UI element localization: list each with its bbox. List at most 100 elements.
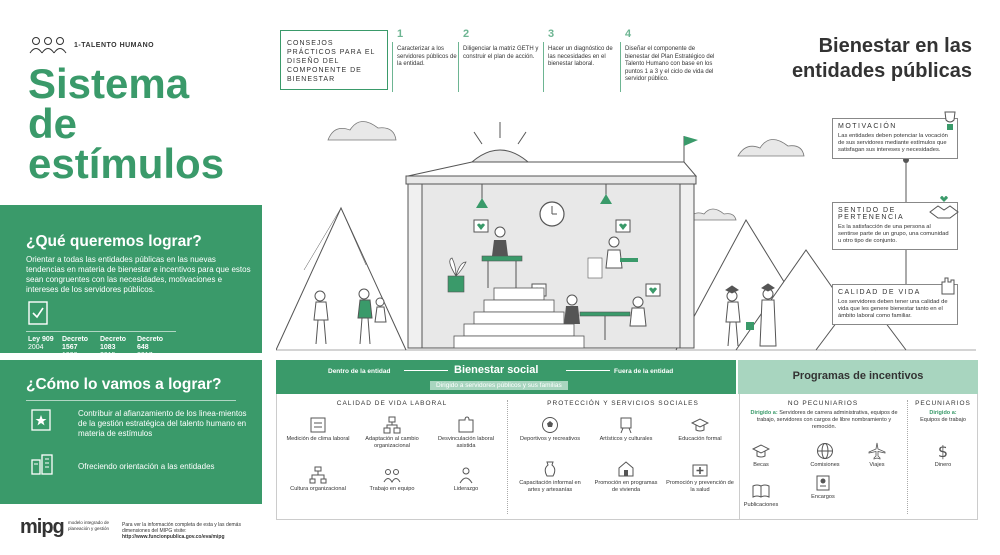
step-number: 2 [463, 28, 470, 40]
pecuniarios-directed: Dirigido a: Equipos de trabajo [920, 410, 966, 423]
callout-calidad: CALIDAD DE VIDA Los servidores deben ten… [832, 284, 958, 325]
pottery-icon [544, 461, 556, 477]
book-icon [752, 484, 770, 498]
programs-box: CALIDAD DE VIDA LABORAL Medición de clim… [276, 394, 978, 520]
house-icon [618, 461, 634, 477]
step-number: 4 [625, 28, 632, 40]
incentivos-band: Programas de incentivos [738, 360, 978, 394]
calidad-heading: CALIDAD DE VIDA LABORAL [336, 400, 448, 407]
incentive-item: Viajes [847, 442, 907, 469]
program-item: Capacitación informal en artes y artesan… [515, 460, 585, 494]
buildings-icon [31, 454, 53, 475]
goal-panel: ¿Qué queremos lograr? Orientar a todas l… [0, 205, 262, 359]
program-item: Cultura organizacional [283, 466, 353, 493]
step-text: Caracterizar a los servidores públicos d… [397, 46, 457, 67]
incentive-item: Comisiones [795, 442, 855, 469]
callout-text: Es la satisfacción de una persona al sen… [838, 224, 949, 244]
team-icon [383, 469, 401, 484]
arrow-left [404, 370, 448, 371]
mipg-logo: mipg [20, 516, 65, 538]
callout-title: CALIDAD DE VIDA [838, 289, 921, 296]
incentive-item: Becas [731, 442, 791, 469]
document-check-icon [28, 301, 48, 325]
program-item: Artísticos y culturales [591, 416, 661, 443]
step-divider [458, 42, 459, 92]
step-text: Hacer un diagnóstico de las necesidades … [548, 46, 613, 67]
title-line: estímulos [28, 140, 225, 187]
divider [739, 394, 740, 520]
goal-heading: ¿Qué queremos lograr? [26, 233, 202, 250]
section-tag: 1-TALENTO HUMANO [28, 36, 154, 54]
footer-link[interactable]: http://www.funcionpublica.gov.co/eva/mip… [122, 534, 225, 540]
cloud-icon [737, 139, 805, 157]
people-icon [29, 37, 67, 54]
mipg-logo-subtitle: modelo integrado de planeación y gestión [68, 520, 110, 531]
incentive-item: $ Dinero [934, 442, 952, 468]
soccer-ball-icon [542, 417, 558, 433]
how-panel: ¿Cómo lo vamos a lograr? Contribuir al a… [0, 360, 262, 504]
page-title: Sistema de estímulos [28, 63, 268, 187]
step-number: 3 [548, 28, 555, 40]
callout-text: Las entidades deben potenciar la vocació… [838, 133, 948, 153]
callout-motivacion: MOTIVACIÓN Las entidades deben potenciar… [832, 118, 958, 159]
divider [507, 400, 508, 514]
program-item: Promoción en programas de vivienda [591, 460, 661, 494]
scholarship-cap-icon [752, 444, 770, 458]
callout-title: MOTIVACIÓN [838, 123, 897, 130]
bienestar-subtitle: Dirigido a servidores públicos y sus fam… [430, 381, 568, 390]
section-tag-label: 1-TALENTO HUMANO [74, 41, 155, 49]
globe-icon [817, 443, 833, 459]
money-icon: $ [938, 442, 948, 460]
handshake-heart-icon [929, 196, 959, 219]
paint-icon [620, 417, 632, 434]
program-item: Adaptación al cambio organizacional [357, 416, 427, 450]
program-item: Trabajo en equipo [357, 466, 427, 493]
callout-pertenencia: SENTIDO DE PERTENENCIA Es la satisfacció… [832, 202, 958, 250]
proteccion-heading: PROTECCIÓN Y SERVICIOS SOCIALES [547, 400, 699, 407]
bienestar-title: Bienestar social [454, 364, 539, 376]
step-divider [392, 42, 393, 92]
incentivos-title: Programas de incentivos [792, 370, 924, 382]
inside-label: Dentro de la entidad [328, 368, 391, 375]
puzzle-icon [458, 416, 474, 433]
callout-title: SENTIDO DE PERTENENCIA [838, 207, 905, 221]
incentive-item: Encargos [793, 474, 853, 501]
bienestar-social-band: Dentro de la entidad Bienestar social Fu… [276, 360, 736, 394]
step-text: Diligenciar la matriz GETH y construir e… [463, 46, 539, 60]
no-pecuniarios-directed: Dirigido a: Servidores de carrera admini… [750, 410, 898, 430]
divider [907, 400, 908, 514]
cloud-icon [687, 208, 737, 221]
pecuniarios-heading: PECUNIARIOS [915, 400, 971, 407]
no-pecuniarios-heading: NO PECUNIARIOS [787, 400, 859, 407]
incentive-item: Publicaciones [731, 482, 791, 509]
program-item: Medición de clima laboral [283, 416, 353, 443]
badge-star-icon [31, 409, 51, 431]
cloud-icon [327, 121, 397, 141]
goal-text: Orientar a todas las entidades públicas … [26, 255, 251, 294]
outside-label: Fuera de la entidad [614, 368, 674, 375]
step-text: Diseñar el componente de bienestar del P… [625, 46, 715, 82]
survey-icon [310, 417, 326, 433]
program-item: Educación formal [665, 416, 735, 443]
org-chart-icon [383, 416, 401, 434]
how-heading: ¿Cómo lo vamos a lograr? [26, 376, 222, 393]
right-title: Bienestar en las entidades públicas [791, 35, 972, 82]
step-divider [543, 42, 544, 92]
program-item: Deportivos y recreativos [515, 416, 585, 443]
graduation-cap-icon [691, 418, 709, 432]
airplane-icon [868, 442, 886, 460]
hierarchy-icon [309, 466, 327, 484]
footer-text: Para ver la información completa de esta… [122, 522, 241, 540]
medical-kit-icon [692, 464, 708, 477]
program-item: Promoción y prevención de la salud [665, 460, 735, 494]
arrow-right [566, 370, 610, 371]
program-item: Liderazgo [431, 466, 501, 493]
leader-icon [459, 467, 473, 484]
hand-icon [941, 277, 955, 295]
trophy-icon [944, 111, 956, 130]
program-item: Desvinculación laboral asistida [431, 416, 501, 450]
title-line: de [28, 100, 78, 147]
